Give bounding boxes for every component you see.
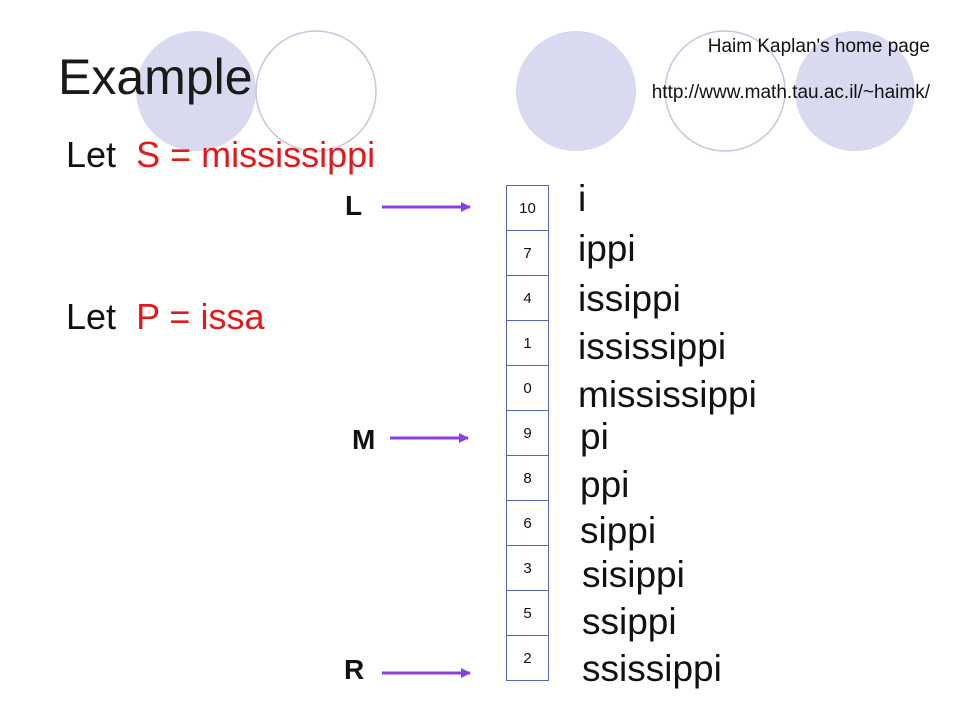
suffix-array-column: 10 7 4 1 0 9 8 6 3 5 2 (506, 185, 549, 681)
suffix-text: pi (580, 416, 609, 457)
suffix-text: issippi (578, 278, 681, 319)
suffix-array-cell: 2 (506, 635, 549, 681)
slide-title: Example (58, 49, 253, 105)
circle-decoration (664, 30, 786, 152)
suffix-text: ssippi (582, 601, 677, 642)
suffix-text: sisippi (582, 554, 685, 595)
definition-prefix: Let (66, 134, 117, 175)
circle-decoration (795, 31, 915, 151)
definition-prefix: Let (66, 296, 117, 337)
attribution-name: Haim Kaplan's home page (707, 36, 930, 57)
suffix-text: ippi (578, 228, 636, 269)
definition-s: Let S = mississippi (66, 134, 375, 176)
circle-decoration (255, 30, 377, 152)
suffix-array-cell: 1 (506, 320, 549, 366)
suffix-array-cell: 6 (506, 500, 549, 546)
suffix-array-cell: 7 (506, 230, 549, 276)
suffix-array-cell: 10 (506, 185, 549, 231)
suffix-array-cell: 5 (506, 590, 549, 636)
definition-expression: P = issa (136, 296, 265, 337)
suffix-array-cell: 8 (506, 455, 549, 501)
suffix-array-cell: 3 (506, 545, 549, 591)
suffix-array-cell: 9 (506, 410, 549, 456)
attribution-url[interactable]: http://www.math.tau.ac.il/~haimk/ (651, 82, 930, 103)
pointer-label-m: M (352, 424, 376, 455)
suffix-array-cell: 0 (506, 365, 549, 411)
suffix-text: ississippi (578, 326, 727, 367)
suffix-text: ssissippi (582, 648, 722, 689)
suffix-array-cell: 4 (506, 275, 549, 321)
suffix-text: sippi (580, 510, 657, 551)
definition-expression: S = mississippi (136, 134, 376, 175)
circle-decoration (136, 31, 256, 151)
definition-p: Let P = issa (66, 296, 264, 338)
suffix-text: mississippi (578, 374, 757, 415)
circle-decoration (516, 31, 636, 151)
suffix-text: ppi (580, 464, 630, 505)
suffix-text: i (578, 178, 587, 219)
pointer-label-l: L (345, 190, 363, 221)
pointer-label-r: R (344, 654, 365, 685)
